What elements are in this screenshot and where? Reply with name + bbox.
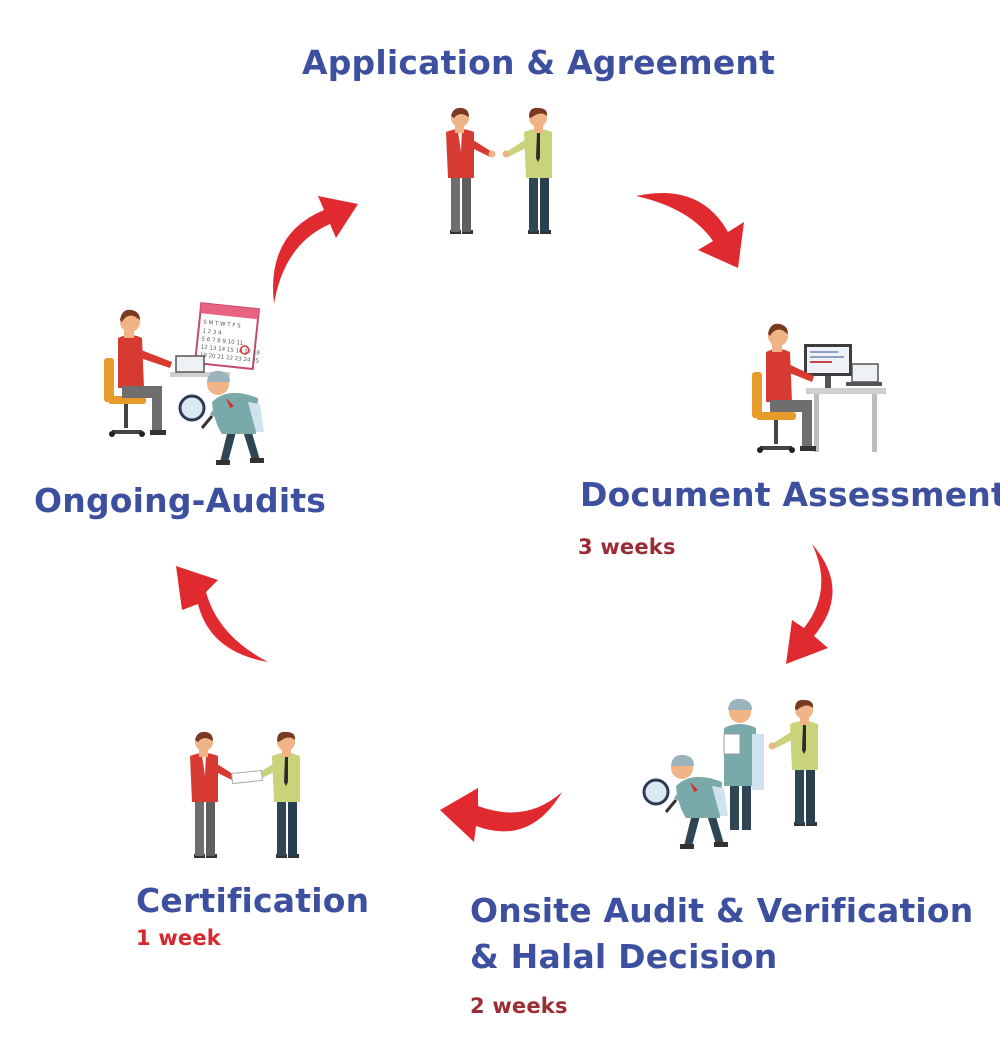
step-certification-title: Certification — [136, 881, 370, 920]
calendar-header: S M T W T F S — [203, 320, 241, 330]
svg-text:1 2 3 4: 1 2 3 4 — [202, 329, 222, 337]
step-application-title: Application & Agreement — [302, 43, 776, 82]
step-document-title: Document Assessment — [580, 475, 1000, 514]
document-desk-icon — [752, 323, 886, 453]
cycle-arrow-icon — [273, 196, 358, 304]
cycle-arrow-icon — [786, 544, 833, 664]
svg-text:5 6 7 8 9 10 11: 5 6 7 8 9 10 11 — [201, 336, 243, 346]
cycle-arrow-icon — [176, 566, 268, 662]
cycle-arrow-icon — [636, 192, 744, 268]
handshake-icon — [446, 107, 552, 234]
step-onsite-title-line2: & Halal Decision — [470, 937, 778, 976]
certificate-handover-icon — [190, 731, 300, 858]
calendar-auditor-icon: S M T W T F S 1 2 3 4 5 6 7 8 9 10 11 12… — [104, 302, 266, 467]
cycle-arrow-icon — [440, 788, 562, 842]
step-certification-duration: 1 week — [136, 926, 221, 950]
step-document-duration: 3 weeks — [578, 535, 676, 559]
step-ongoing-title: Ongoing-Audits — [34, 481, 327, 520]
step-onsite-title-line1: Onsite Audit & Verification — [470, 891, 974, 930]
audit-team-icon — [642, 698, 818, 851]
step-onsite-duration: 2 weeks — [470, 994, 568, 1018]
